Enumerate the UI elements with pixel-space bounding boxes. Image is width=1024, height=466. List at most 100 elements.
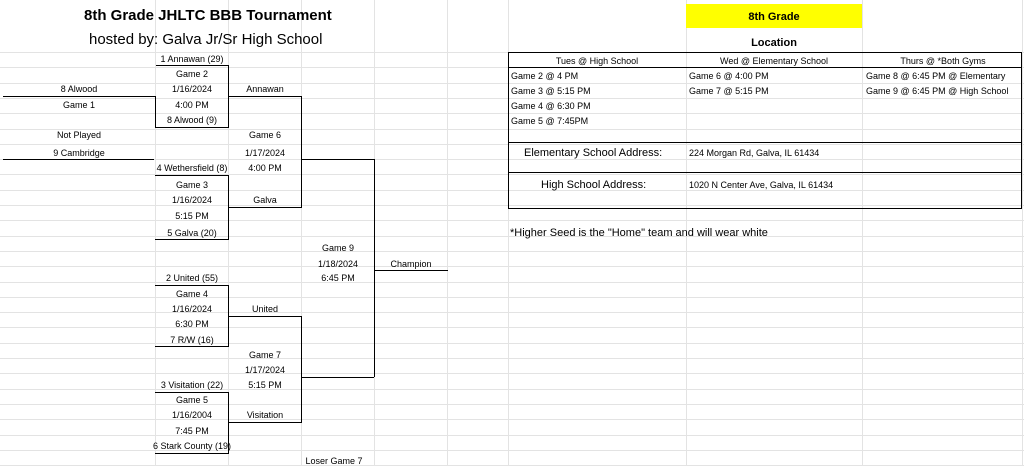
g5-vert — [228, 392, 229, 454]
g5-bottom-team: 6 Stark County (19) — [152, 441, 232, 451]
g2-top-team: 1 Annawan (29) — [160, 54, 224, 64]
gridline-horizontal — [0, 404, 1024, 405]
gridline-horizontal — [0, 312, 1024, 313]
col-header-thurs: Thurs @ *Both Gyms — [900, 56, 986, 66]
gridline-horizontal — [0, 236, 1024, 237]
tues-item: Game 4 @ 6:30 PM — [511, 101, 591, 111]
g1-line-top — [3, 96, 156, 97]
g3-top-team: 4 Wethersfield (8) — [156, 163, 228, 173]
gridline-horizontal — [0, 144, 1024, 145]
gridline-horizontal — [0, 327, 1024, 328]
g2-line-top — [156, 65, 228, 66]
g1-to-g2-vert — [155, 96, 156, 128]
g6-line-top — [229, 96, 301, 97]
g6-label: Game 6 — [248, 130, 282, 140]
col-header-tues: Tues @ High School — [555, 56, 639, 66]
sched-addr2-top — [508, 172, 1022, 173]
g7-time: 5:15 PM — [248, 380, 282, 390]
gridline-horizontal — [0, 435, 1024, 436]
g3-line-bottom — [155, 239, 228, 240]
wed-item: Game 6 @ 4:00 PM — [689, 71, 769, 81]
g7-date: 1/17/2024 — [244, 365, 286, 375]
g2-winner: Annawan — [246, 84, 284, 94]
gridline-vertical — [447, 0, 448, 466]
sched-right-border — [1021, 52, 1022, 208]
g2-line-bottom — [156, 127, 228, 128]
g7-line-top — [229, 316, 301, 317]
grade-header-bg — [686, 4, 862, 28]
gridline-horizontal — [0, 113, 1024, 114]
g3-winner: Galva — [253, 195, 277, 205]
g2-vert — [228, 65, 229, 128]
g9-time: 6:45 PM — [321, 273, 355, 283]
g2-time: 4:00 PM — [175, 100, 209, 110]
gridline-horizontal — [0, 419, 1024, 420]
g4-vert — [228, 285, 229, 347]
g4-winner: United — [251, 304, 279, 314]
gridline-horizontal — [0, 190, 1024, 191]
g2-date: 1/16/2024 — [171, 84, 213, 94]
g5-time: 7:45 PM — [175, 426, 209, 436]
gridline-horizontal — [0, 174, 1024, 175]
champion-line — [375, 270, 448, 271]
gridline-horizontal — [0, 83, 1024, 84]
wed-item: Game 7 @ 5:15 PM — [689, 86, 769, 96]
gridline-horizontal — [0, 159, 1024, 160]
home-team-note: *Higher Seed is the "Home" team and will… — [510, 227, 768, 239]
g4-top-team: 2 United (55) — [165, 273, 219, 283]
champion-label: Champion — [390, 259, 432, 269]
tues-item: Game 3 @ 5:15 PM — [511, 86, 591, 96]
g3-date: 1/16/2024 — [171, 195, 213, 205]
sched-left-border — [508, 52, 509, 208]
g7-vert — [301, 316, 302, 423]
gridline-horizontal — [0, 205, 1024, 206]
g4-bottom-team: 7 R/W (16) — [170, 335, 214, 345]
gridline-horizontal — [0, 373, 1024, 374]
g5-top-team: 3 Visitation (22) — [160, 380, 224, 390]
gridline-vertical — [155, 0, 156, 466]
tues-item: Game 2 @ 4 PM — [511, 71, 579, 81]
gridline-vertical — [1022, 0, 1023, 466]
tues-item: Game 5 @ 7:45PM — [511, 116, 589, 126]
g9-vert — [374, 159, 375, 377]
gridline-horizontal — [0, 389, 1024, 390]
g3-label: Game 3 — [175, 180, 209, 190]
g5-line-bottom — [155, 453, 228, 454]
gridline-horizontal — [0, 129, 1024, 130]
gridline-horizontal — [0, 297, 1024, 298]
g6-date: 1/17/2024 — [244, 148, 286, 158]
g2-bottom-team: 8 Alwood (9) — [166, 115, 218, 125]
g9-line-bottom — [302, 377, 374, 378]
g7-label: Game 7 — [248, 350, 282, 360]
gridline-vertical — [301, 0, 302, 466]
gridline-vertical — [508, 0, 509, 466]
grade-header: 8th Grade — [748, 11, 800, 23]
g9-date: 1/18/2024 — [317, 259, 359, 269]
gridline-horizontal — [0, 266, 1024, 267]
g4-label: Game 4 — [175, 289, 209, 299]
gridline-horizontal — [0, 450, 1024, 451]
g5-label: Game 5 — [175, 395, 209, 405]
g4-date: 1/16/2024 — [171, 304, 213, 314]
g1-line-bottom — [3, 159, 154, 160]
g4-line-top — [155, 285, 228, 286]
sched-header-underline — [508, 67, 1022, 68]
gridline-horizontal — [0, 358, 1024, 359]
g1-bottom-team: 9 Cambridge — [53, 148, 105, 158]
col-header-wed: Wed @ Elementary School — [719, 56, 829, 66]
gridline-horizontal — [0, 98, 1024, 99]
elementary-address-label: Elementary School Address: — [524, 147, 663, 159]
g5-line-top — [155, 392, 228, 393]
g6-time: 4:00 PM — [248, 163, 282, 173]
g7-line-bottom — [229, 422, 301, 423]
gridline-horizontal — [0, 251, 1024, 252]
loser-game7-label: Loser Game 7 — [305, 456, 363, 466]
g1-top-team: 8 Alwood — [60, 84, 98, 94]
high-school-address-value: 1020 N Center Ave, Galva, IL 61434 — [689, 180, 834, 190]
g6-vert — [301, 96, 302, 208]
tournament-title: 8th Grade JHLTC BBB Tournament — [84, 7, 332, 24]
gridline-horizontal — [0, 282, 1024, 283]
location-header: Location — [751, 37, 797, 49]
thurs-item: Game 8 @ 6:45 PM @ Elementary — [866, 71, 1006, 81]
